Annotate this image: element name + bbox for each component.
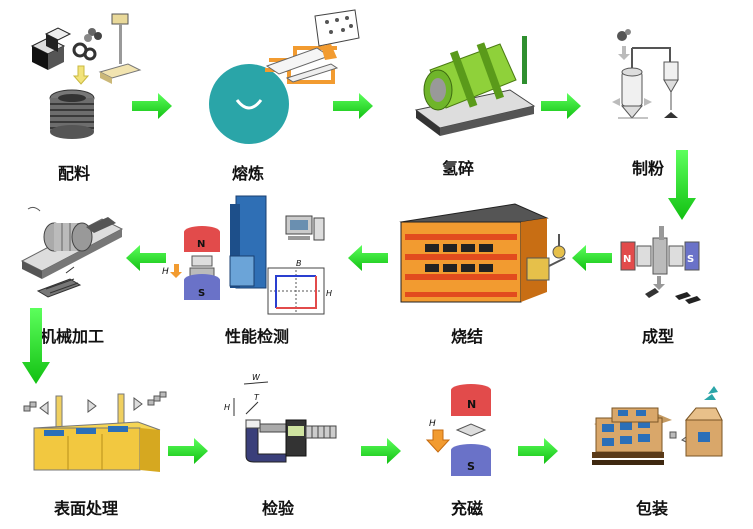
arrow-right-icon [541,93,581,119]
tester-north-label: N [197,239,205,250]
tester-h-label: H [162,267,169,277]
dim-t-label: T [254,393,260,402]
arrow-down-icon [668,150,696,220]
inspection-illustration: W H T [224,373,337,463]
step-label-melting: 熔炼 [232,164,265,183]
sintering-illustration [399,203,566,303]
arrow-right-icon [333,93,373,119]
performance-test-illustration: N S H B H [162,195,332,315]
step-label-packaging: 包装 [636,499,669,518]
pressing-illustration: N S [620,226,701,304]
packaging-illustration [592,386,723,465]
step-label-sintering: 烧结 [451,327,484,346]
magnetizer-north-label: N [467,398,476,411]
machining-illustration [20,206,124,298]
surface-treatment-illustration [23,391,167,472]
hydrogen-crushing-illustration [414,36,536,136]
arrow-left-icon [572,245,612,271]
arrow-right-icon [361,438,401,464]
arrow-left-icon [348,245,388,271]
magnetizer-south-label: S [467,460,475,473]
arrow-right-icon [168,438,208,464]
chart-b-label: B [296,259,302,268]
batching-illustration [30,13,142,139]
arrow-right-icon [132,93,172,119]
step-label-hydrogen-crushing: 氢碎 [442,159,475,178]
arrow-left-icon [126,245,166,271]
arrow-down-icon [22,308,50,384]
dim-w-label: W [252,373,261,382]
melting-illustration [209,9,360,144]
magnetizer-h-label: H [429,419,436,429]
chart-h-label: H [326,289,332,298]
magnetizing-illustration: N H S [425,384,491,476]
magnet-north-label: N [623,254,631,265]
step-label-magnetizing: 充磁 [451,499,484,518]
step-label-pressing: 成型 [642,327,675,346]
tester-south-label: S [198,288,205,299]
magnet-south-label: S [687,254,694,265]
milling-illustration [612,29,679,119]
step-label-inspection: 检验 [262,499,295,518]
step-label-machining: 机械加工 [40,327,105,346]
step-label-batching: 配料 [58,164,91,183]
step-label-milling: 制粉 [632,159,665,178]
arrow-right-icon [518,438,558,464]
step-label-performance-test: 性能检测 [225,327,290,346]
dim-h-label: H [224,403,230,412]
step-label-surface-treatment: 表面处理 [54,499,119,518]
